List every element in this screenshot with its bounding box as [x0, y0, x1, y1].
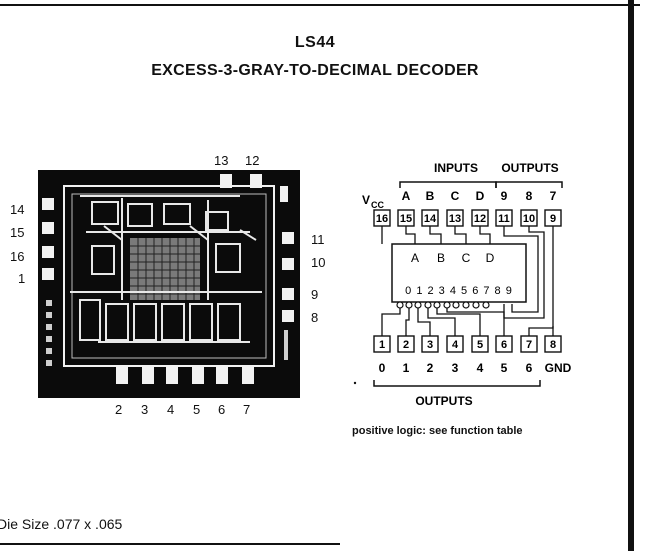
output-4-label: 4: [477, 361, 484, 375]
top-pin-number: 15: [400, 213, 412, 225]
die-pin-label: 10: [311, 255, 326, 270]
top-pin-number: 16: [376, 213, 388, 225]
die-pin-label: 1: [18, 271, 26, 286]
bottom-pin-number: 3: [427, 339, 433, 351]
output-7-label: 7: [550, 189, 557, 203]
vcc-subscript: CC: [371, 200, 384, 210]
chip-input-d: D: [486, 251, 495, 265]
top-pin-number: 10: [523, 213, 535, 225]
inputs-heading: INPUTS: [434, 161, 478, 175]
output-0-label: 0: [379, 361, 386, 375]
die-pin-label: 3: [141, 402, 149, 417]
die-pin-label: 4: [167, 402, 175, 417]
die-pin-label: 16: [10, 249, 25, 264]
bottom-pin-number: 4: [452, 339, 459, 351]
outputs-heading-top: OUTPUTS: [501, 161, 558, 175]
bottom-pin-number: 1: [379, 339, 385, 351]
bottom-pin-number: 7: [526, 339, 532, 351]
top-pin-number: 13: [449, 213, 461, 225]
vcc-label: V: [362, 193, 370, 207]
top-pin-number: 14: [424, 213, 437, 225]
chip-input-a: A: [411, 251, 419, 265]
die-pin-label: 8: [311, 310, 319, 325]
chip-input-c: C: [462, 251, 471, 265]
output-9-label: 9: [501, 189, 508, 203]
output-6-label: 6: [526, 361, 533, 375]
bottom-pin-number: 5: [477, 339, 483, 351]
top-pin-number: 11: [498, 213, 510, 225]
die-pin-label: 12: [245, 153, 260, 168]
die-pin-label: 14: [10, 202, 25, 217]
top-pin-number: 9: [550, 213, 556, 225]
bottom-pin-number: 6: [501, 339, 507, 351]
output-3-label: 3: [452, 361, 459, 375]
die-pin-label: 6: [218, 402, 226, 417]
input-b-label: B: [426, 189, 435, 203]
die-pin-label: 9: [311, 287, 319, 302]
logic-diagram: INPUTS OUTPUTS V CC A B C D 9 8 7 16 15 …: [353, 161, 572, 408]
die-pin-label: 15: [10, 225, 25, 240]
bottom-border: [0, 543, 340, 545]
gnd-label: GND: [545, 361, 572, 375]
bottom-pin-number: 8: [550, 339, 556, 351]
input-d-label: D: [476, 189, 485, 203]
input-c-label: C: [451, 189, 460, 203]
die-pin-label: 13: [214, 153, 229, 168]
input-a-label: A: [402, 189, 411, 203]
die-pin-label: 5: [193, 402, 201, 417]
output-1-label: 1: [403, 361, 410, 375]
logic-footnote: positive logic: see function table: [352, 425, 523, 437]
die-size-caption: Die Size .077 x .065: [0, 516, 123, 532]
top-pin-number: 12: [474, 213, 486, 225]
die-pin-label: 2: [115, 402, 123, 417]
bottom-pin-number: 2: [403, 339, 409, 351]
outputs-heading-bottom: OUTPUTS: [415, 394, 472, 408]
top-border: [0, 4, 640, 6]
right-border: [628, 0, 634, 551]
device-name-title: EXCESS-3-GRAY-TO-DECIMAL DECODER: [151, 62, 479, 79]
die-pin-label: 11: [311, 232, 325, 247]
output-8-label: 8: [526, 189, 533, 203]
part-number-title: LS44: [294, 34, 336, 51]
die-pin-label: 7: [243, 402, 251, 417]
decoder-chip: [391, 243, 527, 303]
chip-output-labels: 0 1 2 3 4 5 6 7 8 9: [405, 285, 513, 297]
output-2-label: 2: [427, 361, 434, 375]
chip-input-b: B: [437, 251, 445, 265]
output-5-label: 5: [501, 361, 508, 375]
die-photo: [38, 170, 300, 398]
